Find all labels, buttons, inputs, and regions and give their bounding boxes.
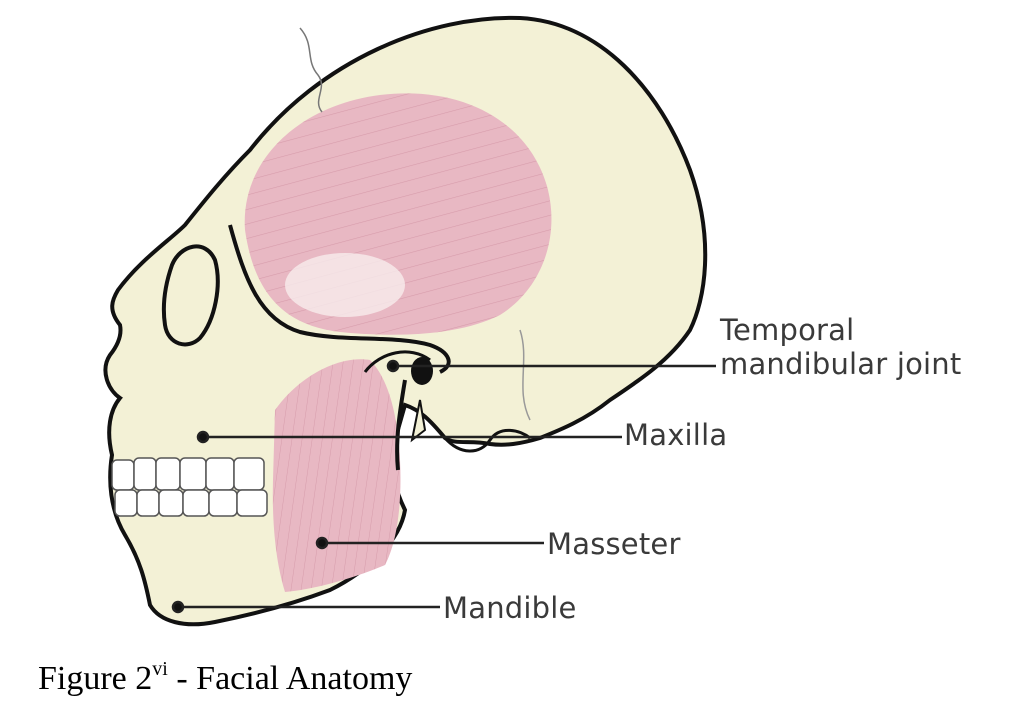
eye-orbit bbox=[161, 244, 220, 347]
coronal-suture bbox=[299, 27, 323, 113]
caption-suffix: - Facial Anatomy bbox=[167, 660, 413, 697]
label-temporal-mandibular-joint: Temporal mandibular joint bbox=[720, 313, 961, 381]
tmj-joint bbox=[363, 350, 433, 471]
caption-superscript: vi bbox=[152, 658, 168, 680]
caption-prefix: Figure 2 bbox=[38, 660, 153, 697]
label-tmj-line2: mandibular joint bbox=[720, 347, 962, 381]
label-mandible: Mandible bbox=[443, 591, 577, 625]
zygomatic-arch bbox=[228, 224, 451, 374]
label-tmj-line1: Temporal bbox=[720, 313, 855, 347]
figure-caption: Figure 2vi - Facial Anatomy bbox=[38, 658, 412, 698]
label-maxilla: Maxilla bbox=[624, 418, 728, 452]
leader-lines bbox=[171, 359, 716, 614]
label-masseter: Masseter bbox=[547, 527, 681, 561]
teeth bbox=[111, 457, 268, 517]
